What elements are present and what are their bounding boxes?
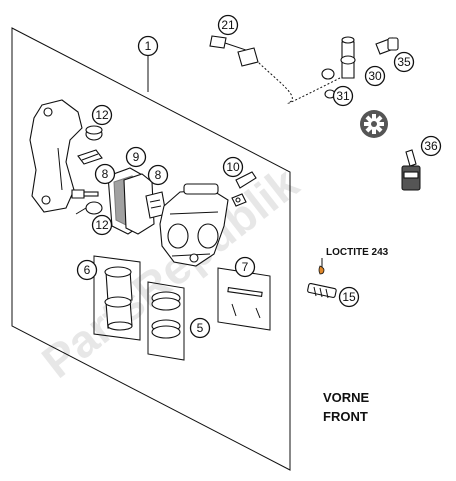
pad-spring <box>145 191 167 219</box>
callout-6: 6 <box>76 259 98 281</box>
svg-text:12: 12 <box>95 108 109 122</box>
svg-text:8: 8 <box>102 167 109 181</box>
front-label: FRONT <box>323 409 368 424</box>
caliper-bracket <box>29 99 83 213</box>
callout-1: 1 <box>137 35 159 57</box>
callout-35: 35 <box>393 51 415 73</box>
callout-9: 9 <box>125 146 147 168</box>
svg-text:9: 9 <box>133 150 140 164</box>
svg-text:1: 1 <box>145 39 152 53</box>
svg-text:12: 12 <box>95 218 109 232</box>
callout-15: 15 <box>338 286 360 308</box>
assembly-frame <box>11 27 291 471</box>
svg-text:5: 5 <box>197 321 204 335</box>
bushing-top <box>85 125 103 141</box>
gear-icon <box>360 110 388 138</box>
svg-text:7: 7 <box>242 260 249 274</box>
bleeder-screw <box>231 171 257 207</box>
seal-kit-frame <box>93 255 141 341</box>
callout-36: 36 <box>420 135 442 157</box>
loctite-label: LOCTITE 243 <box>326 247 389 258</box>
svg-text:35: 35 <box>397 55 411 69</box>
callout-8-right: 8 <box>147 164 169 186</box>
svg-text:30: 30 <box>368 69 382 83</box>
vorne-label: VORNE <box>323 390 370 405</box>
svg-text:31: 31 <box>336 89 350 103</box>
svg-text:8: 8 <box>155 168 162 182</box>
svg-text:15: 15 <box>342 290 356 304</box>
callout-30: 30 <box>364 65 386 87</box>
brake-pads <box>107 167 155 235</box>
callout-31: 31 <box>332 85 354 107</box>
callout-12-top: 12 <box>91 104 113 126</box>
threaded-screw <box>307 282 337 299</box>
svg-text:36: 36 <box>424 139 438 153</box>
callout-8-left: 8 <box>94 163 116 185</box>
callout-7: 7 <box>234 256 256 278</box>
callout-5: 5 <box>189 317 211 339</box>
pistons <box>151 291 181 339</box>
callout-12-lower: 12 <box>91 214 113 236</box>
bushing-lower <box>75 201 103 215</box>
piston-kit-frame <box>147 281 185 361</box>
loctite-drop <box>318 265 325 275</box>
guide-pin-clip-top <box>77 149 103 165</box>
caliper-body <box>159 183 229 267</box>
svg-text:21: 21 <box>221 18 235 32</box>
loctite-bottle <box>401 149 421 191</box>
guide-bolt-lower <box>71 189 99 199</box>
pin-kit-frame <box>217 267 271 331</box>
brake-hose <box>209 35 341 104</box>
piston-seals <box>104 266 133 331</box>
svg-text:6: 6 <box>84 263 91 277</box>
banjo-bolt <box>375 37 399 55</box>
callout-21: 21 <box>217 14 239 36</box>
guide-pin <box>227 287 263 319</box>
callout-10: 10 <box>222 156 244 178</box>
banjo-fitting <box>340 36 356 79</box>
svg-text:10: 10 <box>226 160 240 174</box>
washer-30 <box>321 68 335 80</box>
